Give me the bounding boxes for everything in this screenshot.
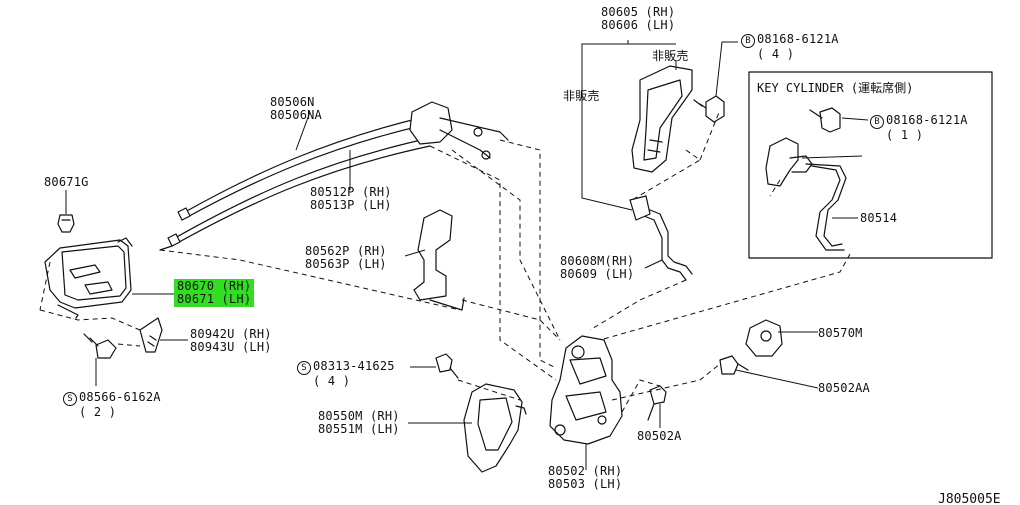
spring-80942u: [139, 317, 163, 353]
label-80502a: 80502A: [637, 429, 682, 443]
label-80502aa: 80502AA: [818, 381, 870, 395]
striker-80570m: [745, 319, 783, 357]
label-80942: 80942U (RH)80943U (LH): [190, 327, 272, 354]
bracket-80562p: [413, 209, 465, 311]
label-80608: 80608M(RH)80609 (LH): [560, 254, 635, 281]
door-lock-actuator-80502: [549, 335, 623, 445]
outside-handle-part: [44, 237, 133, 319]
label-80502: 80502 (RH)80503 (LH): [548, 464, 623, 491]
bolt-08168-4: [693, 95, 725, 123]
cable-assembly: [159, 117, 431, 251]
label-80514: 80514: [860, 211, 898, 225]
key-cylinder-part: [765, 107, 847, 251]
screw-08313: [435, 353, 459, 379]
screw-80502aa: [719, 355, 749, 375]
screw-08566: [83, 333, 117, 359]
key-cylinder-box-title: KEY CYLINDER (運転席側): [757, 81, 914, 95]
label-80605: 80605 (RH)80606 (LH): [601, 5, 676, 32]
cable-connector-block: [409, 101, 509, 160]
label-80512: 80512P (RH)80513P (LH): [310, 185, 392, 212]
label-80550: 80550M (RH)80551M (LH): [318, 409, 400, 436]
inside-handle-80605: [631, 65, 693, 173]
diagram-code: J805005E: [938, 492, 1001, 505]
key-cylinder-box: [748, 71, 993, 259]
label-80670-highlighted[interactable]: 80670 (RH)80671 (LH): [174, 279, 255, 307]
clip-80671g: [57, 214, 75, 233]
leader-lines: [65, 40, 869, 470]
label-80570m: 80570M: [818, 326, 863, 340]
rod-80608m: [629, 195, 693, 281]
label-not-sold-1: 非販売: [652, 49, 689, 63]
label-80562: 80562P (RH)80563P (LH): [305, 244, 387, 271]
label-not-sold-2: 非販売: [563, 89, 600, 103]
label-80671g: 80671G: [44, 175, 89, 189]
dashed-guide-lines: [39, 109, 851, 413]
bracket-80550m: [463, 383, 527, 473]
screw-80502a: [647, 385, 667, 421]
